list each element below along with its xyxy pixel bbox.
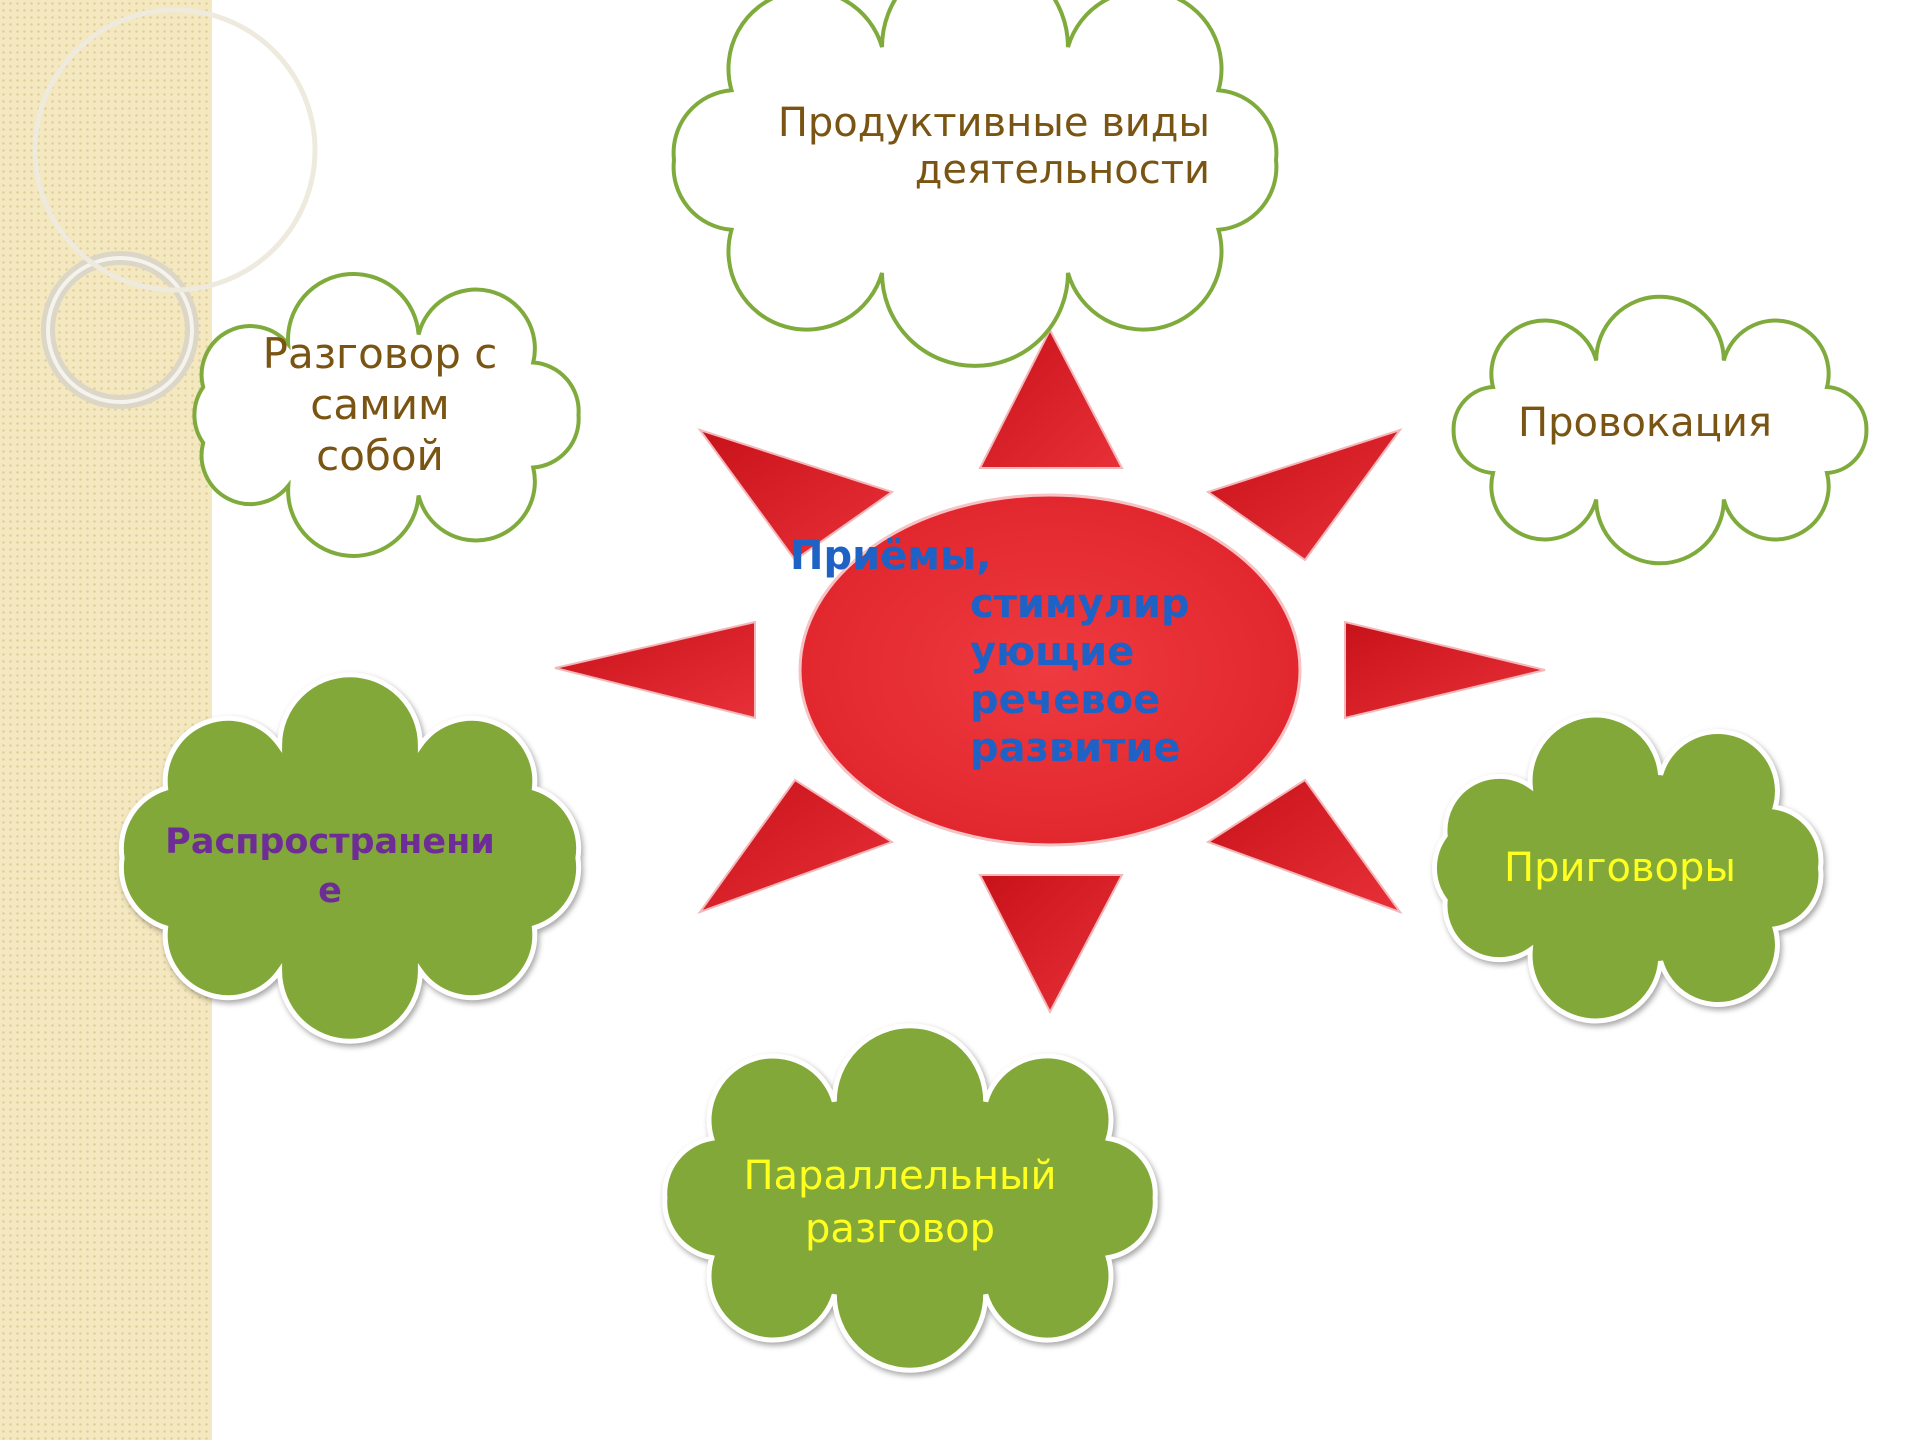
center-title: Приёмы, стимулир ующие речевое развитие bbox=[790, 532, 1205, 772]
decorative-rings bbox=[32, 7, 318, 409]
label-line: деятельности bbox=[914, 146, 1210, 193]
ray-upper-right bbox=[1205, 428, 1403, 562]
label-line: Параллельный bbox=[743, 1153, 1057, 1199]
cloud-shape bbox=[192, 271, 581, 558]
label-line: е bbox=[318, 871, 342, 911]
cloud-provocation bbox=[1451, 294, 1869, 566]
ray-right bbox=[1344, 620, 1546, 720]
sun-rays bbox=[554, 327, 1546, 1015]
cloud-shape bbox=[1431, 712, 1824, 1024]
center-title-line: стимулир bbox=[970, 581, 1190, 627]
ray-down bbox=[978, 874, 1124, 1015]
label-line: Разговор с bbox=[262, 329, 498, 378]
center-title-line: развитие bbox=[970, 725, 1181, 771]
ray-left bbox=[554, 620, 756, 720]
label-line: собой bbox=[316, 431, 444, 481]
cloud-shape bbox=[662, 1023, 1158, 1373]
label-parallel-talk: Параллельный разговор bbox=[700, 1150, 1100, 1256]
label-self-talk: Разговор с самим собой bbox=[230, 328, 530, 482]
ray-lower-right bbox=[1205, 778, 1403, 915]
ray-up bbox=[978, 327, 1124, 469]
ray-upper-left bbox=[697, 428, 895, 562]
label-line: Продуктивные виды bbox=[777, 100, 1210, 146]
label-sayings: Приговоры bbox=[1440, 845, 1800, 892]
cloud-parallel-talk bbox=[662, 1023, 1158, 1373]
center-title-line: речевое bbox=[970, 677, 1161, 723]
cloud-productive-activities bbox=[671, 0, 1279, 368]
center-ellipse bbox=[798, 493, 1302, 847]
label-spreading: Распространени е bbox=[140, 818, 520, 916]
label-line: самим bbox=[310, 380, 450, 430]
label-line: Провокация bbox=[1518, 400, 1772, 446]
cloud-spreading bbox=[118, 672, 582, 1044]
label-line: Приговоры bbox=[1504, 845, 1736, 891]
cloud-shape bbox=[1451, 294, 1869, 566]
label-productive-activities: Продуктивные виды деятельности bbox=[690, 100, 1210, 194]
center-title-line: Приёмы, bbox=[790, 533, 992, 579]
ray-lower-left bbox=[697, 778, 895, 915]
cloud-shape bbox=[118, 672, 582, 1044]
cloud-self-talk bbox=[192, 271, 581, 558]
center-title-line: ующие bbox=[970, 629, 1135, 675]
label-line: Распространени bbox=[165, 822, 495, 862]
label-line: разговор bbox=[804, 1205, 996, 1252]
label-provocation: Провокация bbox=[1470, 400, 1820, 447]
cloud-shape bbox=[671, 0, 1279, 368]
decorative-side-strip bbox=[0, 0, 212, 1440]
cloud-sayings bbox=[1431, 712, 1824, 1024]
